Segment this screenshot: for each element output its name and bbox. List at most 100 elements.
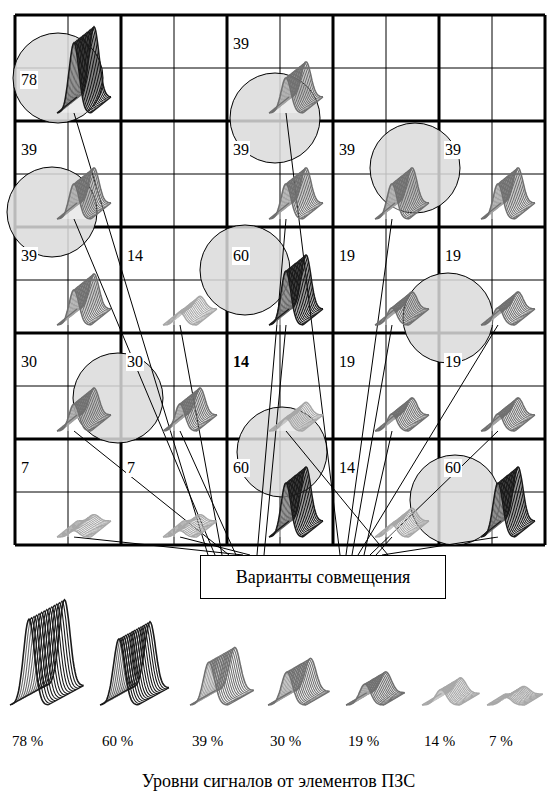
peak-edge bbox=[269, 97, 289, 113]
cell-value: 39 bbox=[232, 141, 250, 159]
legend-label: 78 % bbox=[12, 733, 43, 750]
light-spot bbox=[410, 455, 500, 545]
leader-line bbox=[376, 537, 392, 555]
peak-edge bbox=[57, 521, 77, 537]
signal-peak bbox=[57, 274, 111, 325]
peak-edge bbox=[57, 97, 77, 113]
peak-edge bbox=[384, 693, 405, 705]
leader-line bbox=[352, 325, 392, 555]
peak-edge bbox=[269, 521, 289, 537]
peak-stripe bbox=[422, 690, 460, 705]
peak-stripe bbox=[268, 672, 306, 705]
cell-value: 30 bbox=[20, 353, 38, 371]
peak-edge bbox=[375, 309, 395, 325]
leader-line bbox=[180, 537, 250, 555]
leader-line bbox=[74, 219, 215, 555]
grid-line bbox=[492, 15, 493, 545]
peak-edge bbox=[91, 309, 111, 325]
cell-value: 19 bbox=[338, 353, 356, 371]
peak-edge bbox=[409, 203, 429, 219]
peak-stripe bbox=[269, 271, 303, 325]
legend-sample bbox=[422, 678, 480, 705]
peak-edge bbox=[515, 415, 535, 431]
cell-value: 39 bbox=[20, 141, 38, 159]
leader-line bbox=[74, 537, 243, 555]
signal-peak bbox=[375, 168, 429, 219]
peak-edge bbox=[346, 693, 367, 705]
grid-line bbox=[332, 15, 335, 545]
cell-value: 19 bbox=[444, 247, 462, 265]
peak-edge bbox=[525, 694, 543, 705]
peak-edge bbox=[409, 309, 429, 325]
peak-edge bbox=[268, 691, 292, 705]
peak-stripe bbox=[57, 404, 91, 431]
peak-edge bbox=[57, 309, 77, 325]
peak-edge bbox=[91, 203, 111, 219]
peak-edge bbox=[460, 693, 480, 705]
cell-value: 60 bbox=[232, 247, 250, 265]
peak-edge bbox=[303, 309, 323, 325]
peak-edge bbox=[269, 415, 289, 431]
peak-edge bbox=[306, 691, 330, 705]
cell-value: 39 bbox=[338, 141, 356, 159]
peak-edge bbox=[481, 309, 501, 325]
peak-edge bbox=[303, 521, 323, 537]
cell-value: 7 bbox=[20, 459, 30, 477]
peak-edge bbox=[91, 97, 111, 113]
light-spot bbox=[370, 123, 460, 213]
leader-line bbox=[358, 325, 498, 555]
peak-stripe bbox=[163, 531, 197, 537]
legend-label: 39 % bbox=[192, 733, 223, 750]
signal-peak bbox=[163, 296, 217, 325]
peak-edge bbox=[409, 415, 429, 431]
legend-sample bbox=[346, 672, 405, 705]
peak-edge bbox=[163, 521, 183, 537]
caption: Уровни сигналов от элементов ПЗС bbox=[142, 772, 415, 792]
peak-stripe bbox=[269, 483, 303, 537]
peak-edge bbox=[303, 203, 323, 219]
peak-edge bbox=[269, 309, 289, 325]
signal-peak bbox=[375, 508, 429, 537]
peak-edge bbox=[409, 521, 429, 537]
peak-stripe bbox=[57, 290, 91, 325]
peak-edge bbox=[481, 521, 501, 537]
cell-value: 39 bbox=[232, 35, 250, 53]
grid-line bbox=[386, 15, 387, 545]
peak-edge bbox=[163, 415, 183, 431]
peak-edge bbox=[481, 415, 501, 431]
peak-edge bbox=[487, 694, 505, 705]
leader-line bbox=[346, 219, 392, 555]
cell-value: 19 bbox=[444, 353, 462, 371]
legend-sample bbox=[487, 687, 543, 706]
signal-peak bbox=[269, 62, 323, 113]
light-spot bbox=[200, 225, 290, 315]
legend-label: 14 % bbox=[424, 733, 455, 750]
signal-peak bbox=[269, 402, 323, 431]
peak-edge bbox=[375, 521, 395, 537]
legend-sample bbox=[268, 658, 330, 705]
peak-stripe bbox=[269, 78, 303, 113]
peak-edge bbox=[91, 521, 111, 537]
signal-peak bbox=[57, 168, 111, 219]
peak-edge bbox=[375, 415, 395, 431]
peak-edge bbox=[481, 203, 501, 219]
peak-stripe bbox=[346, 684, 384, 705]
peak-stripe bbox=[100, 639, 138, 705]
signal-peak bbox=[57, 27, 111, 113]
peak-stripe bbox=[481, 184, 515, 219]
legend-sample bbox=[190, 647, 254, 705]
signal-peak bbox=[163, 388, 217, 431]
peak-stripe bbox=[57, 184, 91, 219]
signal-peak bbox=[481, 168, 535, 219]
peak-stripe bbox=[163, 404, 197, 431]
leader-line bbox=[382, 537, 498, 555]
peak-stripe bbox=[375, 414, 409, 431]
callout-box: Варианты совмещения bbox=[200, 555, 446, 599]
peak-edge bbox=[515, 521, 535, 537]
peak-stripe bbox=[375, 524, 409, 537]
peak-edge bbox=[10, 686, 46, 705]
signal-peak bbox=[269, 467, 323, 537]
peak-edge bbox=[48, 686, 84, 705]
legend-sample bbox=[10, 600, 84, 705]
peak-edge bbox=[190, 690, 216, 705]
